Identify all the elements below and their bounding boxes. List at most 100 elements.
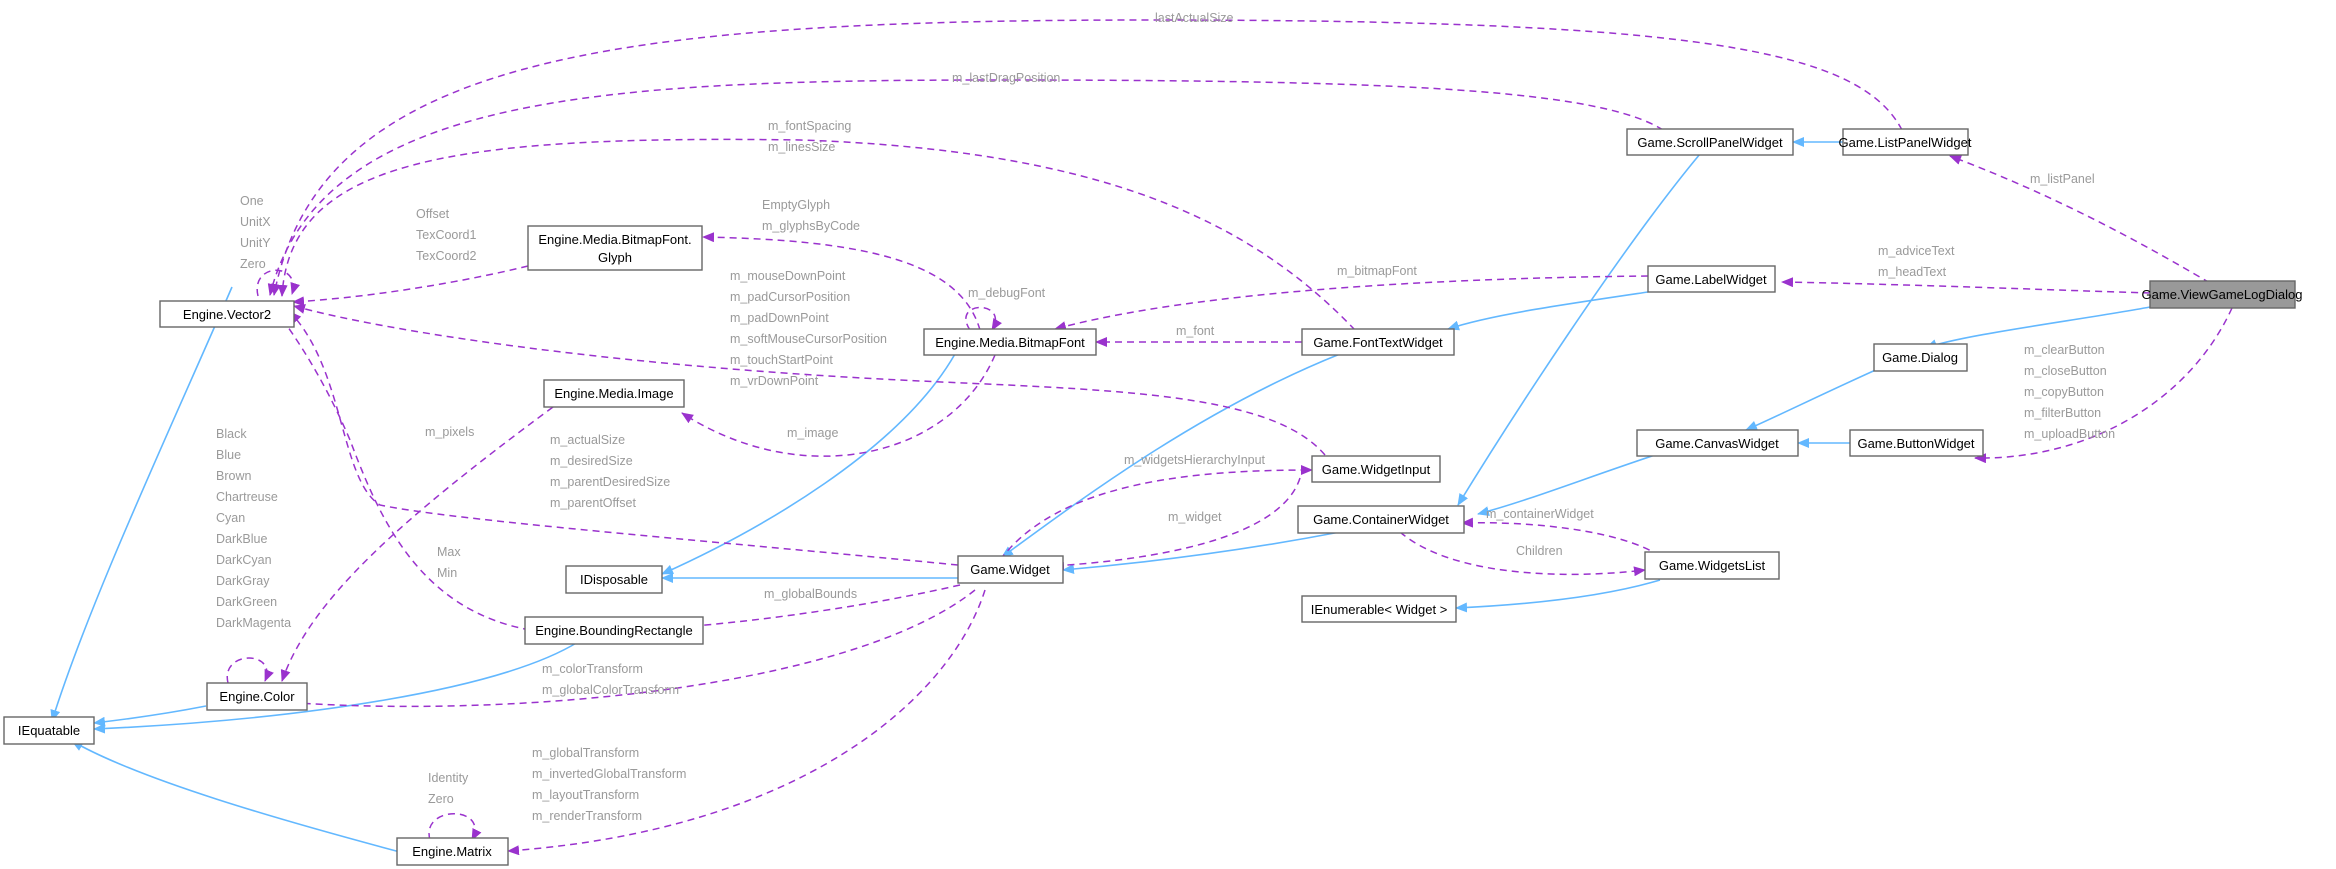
node-widget-input[interactable]: Game.WidgetInput	[1311, 455, 1441, 483]
label-globalbounds: m_globalBounds	[764, 587, 857, 601]
label-filterbutton: m_filterButton	[2024, 406, 2101, 420]
edge-listpanel	[1949, 155, 2211, 284]
node-label: Game.Widget	[970, 562, 1050, 577]
node-label: Game.ViewGameLogDialog	[2142, 287, 2303, 302]
label-one: One	[240, 194, 264, 208]
label-darkmagenta: DarkMagenta	[216, 616, 291, 630]
label-offset: Offset	[416, 207, 450, 221]
node-label-widget[interactable]: Game.LabelWidget	[1647, 265, 1776, 293]
label-globaltransform: m_globalTransform	[532, 746, 639, 760]
edge-debugfont	[965, 306, 1002, 331]
label-layouttransform: m_layoutTransform	[532, 788, 639, 802]
label-copybutton: m_copyButton	[2024, 385, 2104, 399]
edge-pixels	[280, 406, 554, 682]
label-vrdownpoint: m_vrDownPoint	[730, 374, 819, 388]
label-listpanel: m_listPanel	[2030, 172, 2095, 186]
node-bitmap-font-glyph[interactable]: Engine.Media.BitmapFont. Glyph	[527, 225, 703, 271]
node-media-image[interactable]: Engine.Media.Image	[543, 379, 685, 408]
edge-actualsize	[289, 311, 959, 566]
label-zero-vector: Zero	[240, 257, 266, 271]
label-pixels: m_pixels	[425, 425, 474, 439]
node-scroll-panel-widget[interactable]: Game.ScrollPanelWidget	[1626, 128, 1794, 156]
edge-matrix-self	[428, 813, 482, 841]
edge-widgetshierarchyinput	[999, 465, 1313, 561]
label-globalcolortransform: m_globalColorTransform	[542, 683, 679, 697]
label-closebutton: m_closeButton	[2024, 364, 2107, 378]
node-matrix[interactable]: Engine.Matrix	[396, 837, 509, 866]
node-label: Engine.Color	[219, 689, 295, 704]
node-list-panel-widget[interactable]: Game.ListPanelWidget	[1839, 128, 1972, 156]
edge-globalbounds	[639, 584, 961, 635]
edge-mousedownpoint	[293, 304, 1326, 456]
label-darkgreen: DarkGreen	[216, 595, 277, 609]
node-label: Game.LabelWidget	[1655, 272, 1767, 287]
usage-edges	[226, 19, 2233, 856]
label-uploadbutton: m_uploadButton	[2024, 427, 2115, 441]
edge-labelwidget-to-fonttextwidget	[1447, 291, 1649, 331]
node-container-widget[interactable]: Game.ContainerWidget	[1297, 505, 1465, 534]
edge-color-self	[226, 657, 274, 684]
node-button-widget[interactable]: Game.ButtonWidget	[1849, 429, 1984, 457]
node-label: IEnumerable< Widget >	[1311, 602, 1448, 617]
label-unitx: UnitX	[240, 215, 271, 229]
node-view-game-log-dialog[interactable]: Game.ViewGameLogDialog	[2142, 280, 2303, 309]
node-label: Game.WidgetsList	[1659, 558, 1766, 573]
node-label: Game.ListPanelWidget	[1839, 135, 1972, 150]
label-widgetshierarchyinput: m_widgetsHierarchyInput	[1124, 453, 1266, 467]
node-vector2[interactable]: Engine.Vector2	[159, 300, 295, 328]
label-actualsize: m_actualSize	[550, 433, 625, 447]
node-font-text-widget[interactable]: Game.FontTextWidget	[1301, 328, 1455, 356]
node-label: Engine.Matrix	[412, 844, 492, 859]
label-image-field: m_image	[787, 426, 838, 440]
label-fontspacing: m_fontSpacing	[768, 119, 851, 133]
node-ienumerable-widget[interactable]: IEnumerable< Widget >	[1301, 595, 1457, 623]
node-label: Glyph	[598, 250, 632, 265]
edge-globaltransform	[507, 589, 986, 856]
label-advicetext: m_adviceText	[1878, 244, 1955, 258]
label-blue: Blue	[216, 448, 241, 462]
node-label: Engine.BoundingRectangle	[535, 623, 693, 638]
edge-widgetslist-to-ienumerable	[1455, 579, 1661, 613]
label-linessize: m_linesSize	[768, 140, 835, 154]
node-label: Game.FontTextWidget	[1313, 335, 1443, 350]
edge-children	[1399, 531, 1646, 577]
node-label: IEquatable	[18, 723, 80, 738]
node-bounding-rectangle[interactable]: Engine.BoundingRectangle	[524, 616, 704, 645]
edge-bitmapfont-field	[1054, 275, 1649, 331]
node-dialog[interactable]: Game.Dialog	[1873, 343, 1968, 372]
label-desiredsize: m_desiredSize	[550, 454, 633, 468]
node-bitmap-font[interactable]: Engine.Media.BitmapFont	[923, 328, 1097, 356]
edge-color-to-iequatable	[93, 705, 207, 727]
edge-containerwidget-to-widget	[1062, 531, 1341, 575]
label-parentoffset: m_parentOffset	[550, 496, 636, 510]
node-label: Game.ButtonWidget	[1857, 436, 1974, 451]
edge-widget-field	[1052, 477, 1301, 571]
label-debugfont: m_debugFont	[968, 286, 1046, 300]
label-lastdragposition: m_lastDragPosition	[952, 71, 1060, 85]
node-widget[interactable]: Game.Widget	[957, 555, 1064, 584]
edge-boundingrect-to-iequatable	[93, 641, 579, 734]
label-lastactualsize: lastActualSize	[1155, 11, 1234, 25]
edge-dialog-to-canvaswidget	[1745, 367, 1881, 431]
nodes: Game.ViewGameLogDialog Game.ListPanelWid…	[3, 128, 2303, 866]
node-widgets-list[interactable]: Game.WidgetsList	[1644, 551, 1780, 580]
label-darkgray: DarkGray	[216, 574, 270, 588]
label-cyan: Cyan	[216, 511, 245, 525]
node-iequatable[interactable]: IEquatable	[3, 716, 95, 745]
edge-buttons	[1974, 307, 2233, 464]
label-softmousecursorposition: m_softMouseCursorPosition	[730, 332, 887, 346]
node-label: Game.WidgetInput	[1322, 462, 1431, 477]
edge-vector2-self	[256, 269, 301, 297]
node-color[interactable]: Engine.Color	[206, 682, 308, 711]
node-idisposable[interactable]: IDisposable	[565, 565, 663, 594]
label-widget-field: m_widget	[1168, 510, 1222, 524]
node-label: Game.CanvasWidget	[1655, 436, 1779, 451]
node-canvas-widget[interactable]: Game.CanvasWidget	[1636, 429, 1799, 457]
node-label: Game.Dialog	[1882, 350, 1958, 365]
edge-lastdragposition	[267, 79, 1664, 296]
label-texcoord1: TexCoord1	[416, 228, 476, 242]
label-max: Max	[437, 545, 461, 559]
label-paddownpoint: m_padDownPoint	[730, 311, 829, 325]
label-identity: Identity	[428, 771, 469, 785]
